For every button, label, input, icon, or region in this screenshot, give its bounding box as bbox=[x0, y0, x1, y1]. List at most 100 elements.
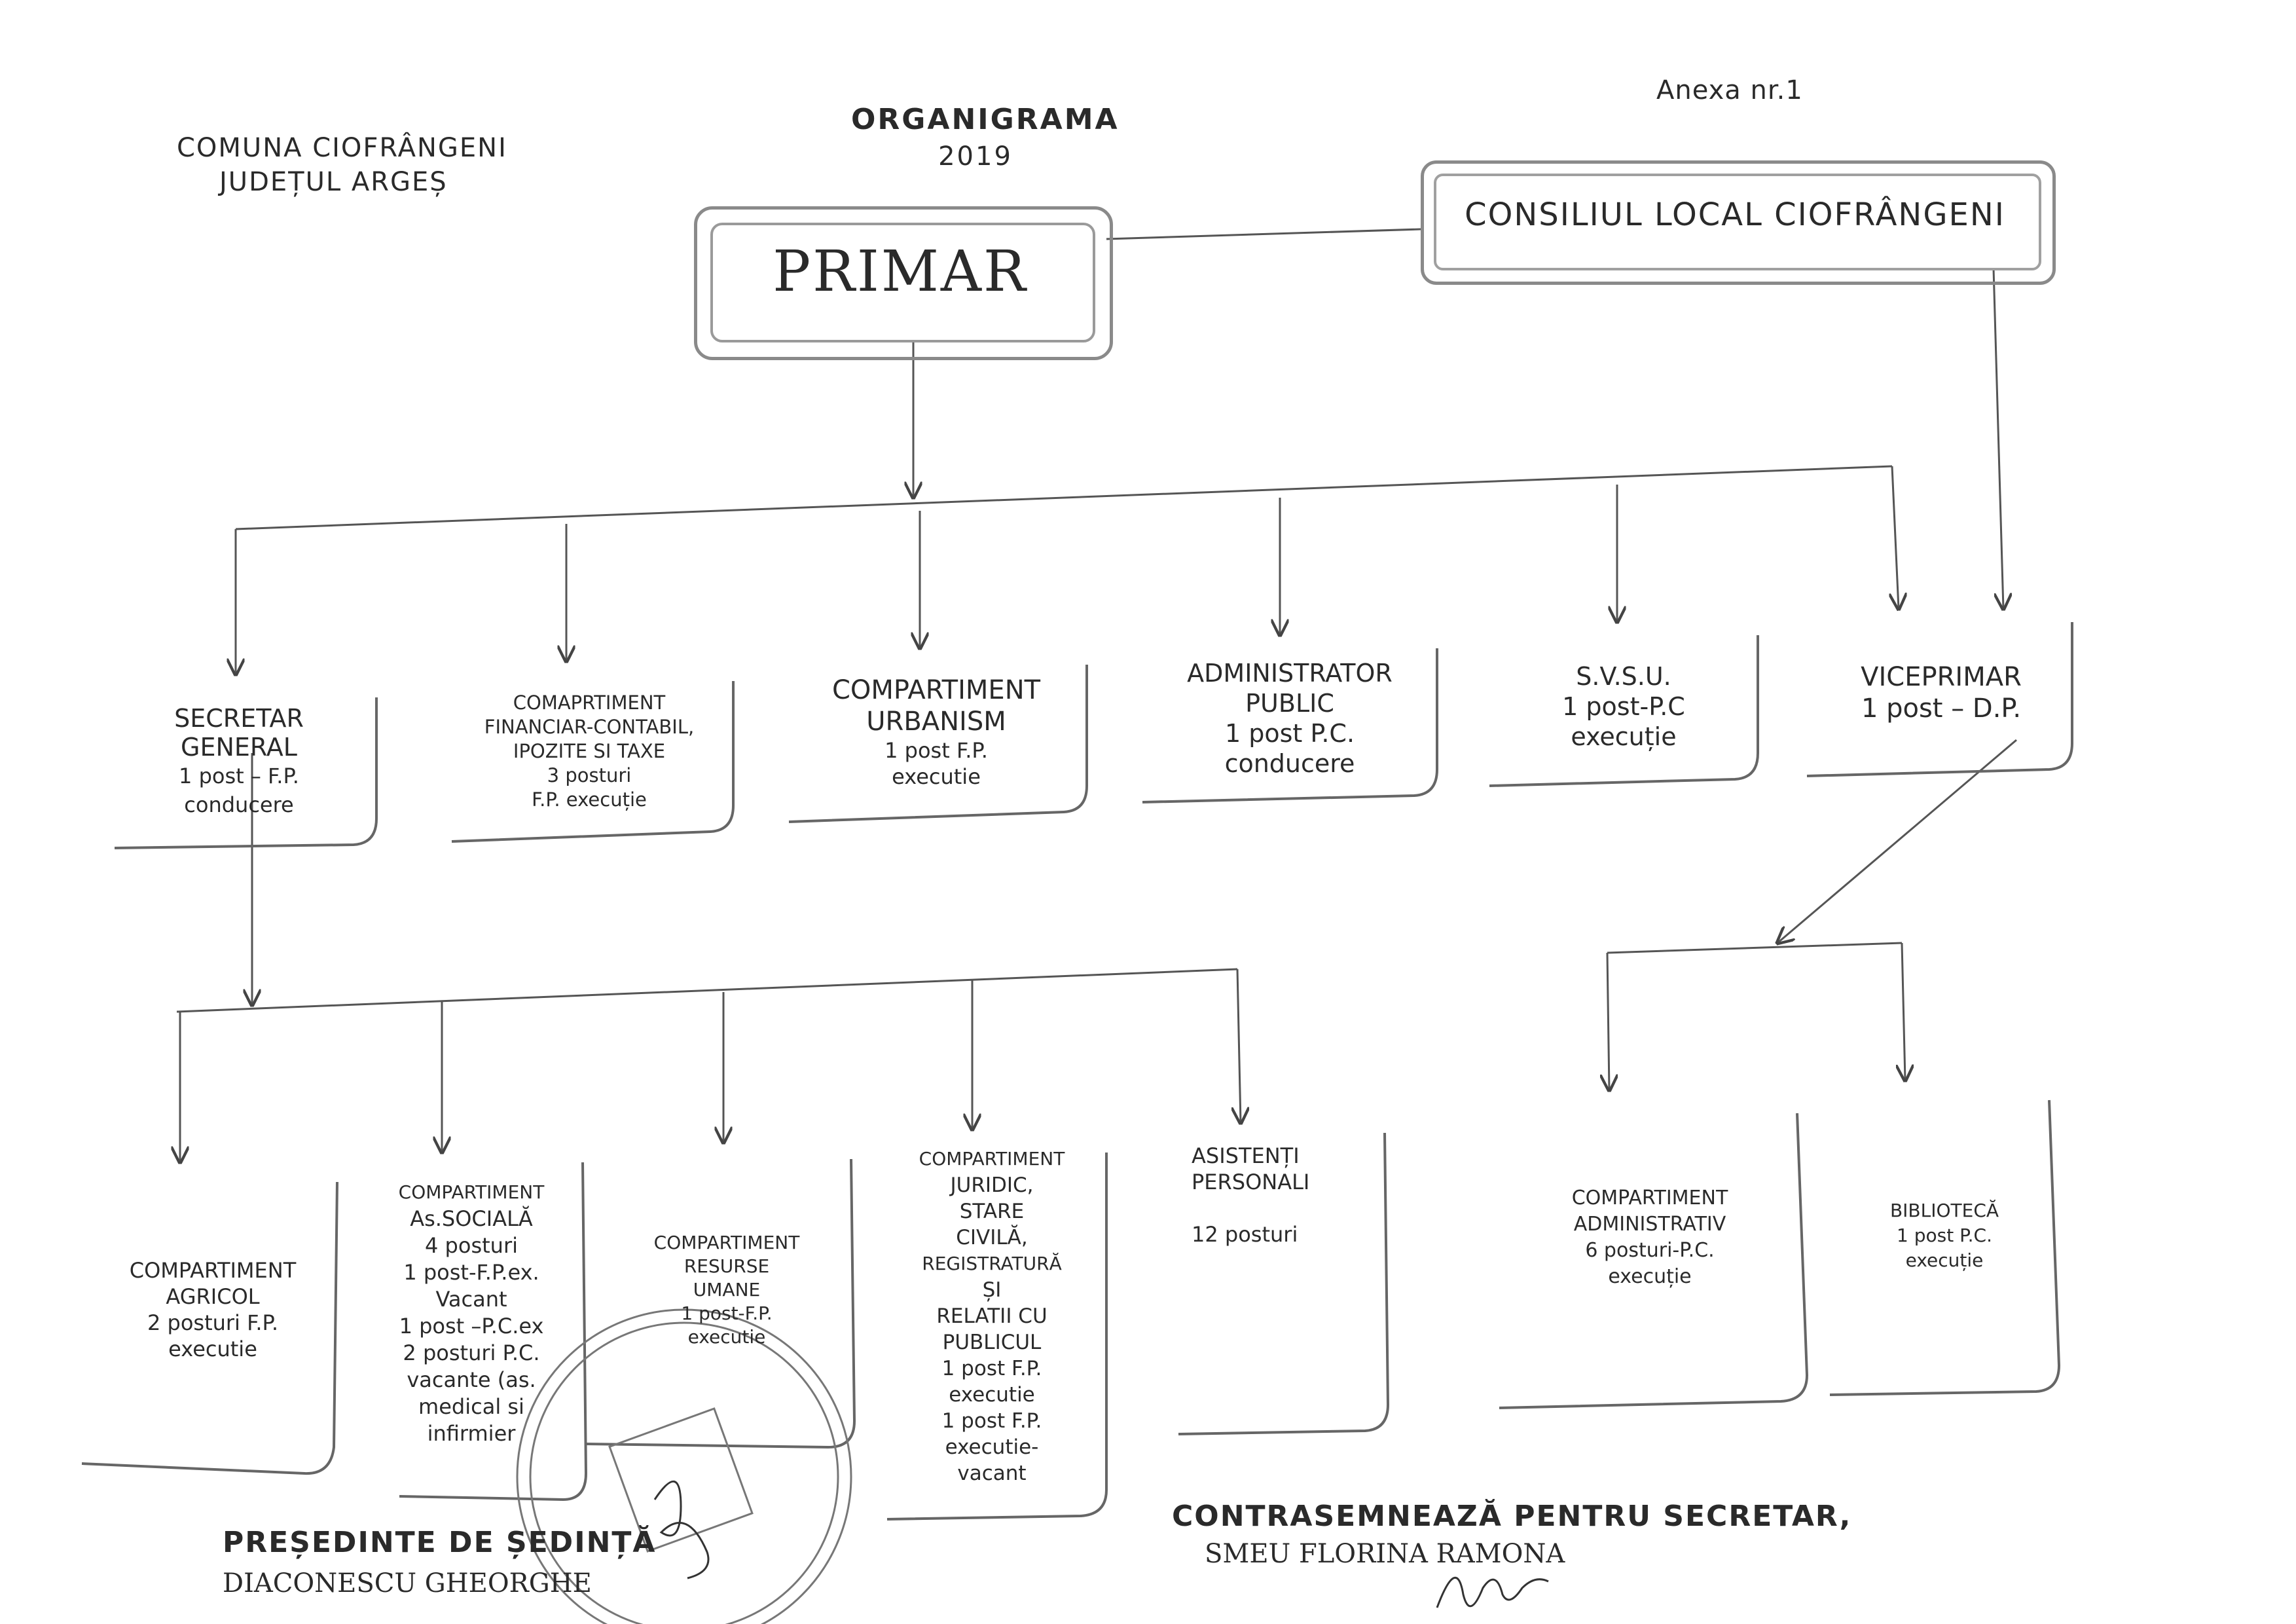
unit-line: executie bbox=[949, 1383, 1035, 1407]
viceprimar-box-outline bbox=[1806, 622, 2073, 777]
unit-line: COMPARTIMENT bbox=[653, 1232, 800, 1253]
primar-box-inner bbox=[710, 223, 1095, 342]
unit-line: PUBLIC bbox=[1245, 689, 1334, 718]
unit-line: 1 post P.C. bbox=[1897, 1225, 1992, 1246]
unit-line: STARE bbox=[959, 1200, 1025, 1223]
unit-line: infirmier bbox=[427, 1421, 516, 1446]
unit-line: vacante (as. bbox=[407, 1367, 536, 1392]
unit-financiar-contabil: COMAPRTIMENT FINANCIAR-CONTABIL, IPOZITE… bbox=[452, 691, 727, 812]
chart-year: 2019 bbox=[938, 141, 1013, 172]
signature-left-title: PREȘEDINTE DE ȘEDINȚĂ bbox=[223, 1526, 657, 1559]
unit-line: conducere bbox=[1224, 749, 1355, 778]
agricol-box-outline bbox=[81, 1181, 338, 1475]
unit-line: ȘI bbox=[982, 1278, 1002, 1302]
unit-line: execuție bbox=[1905, 1249, 1984, 1271]
unit-line: CIVILĂ, bbox=[956, 1226, 1028, 1249]
unit-line: RELATII CU bbox=[936, 1304, 1048, 1328]
right-signature bbox=[1436, 1576, 1549, 1608]
unit-line: executie- bbox=[945, 1435, 1039, 1459]
unit-line: PERSONALI bbox=[1192, 1170, 1310, 1194]
asistenti-box-outline bbox=[1178, 1132, 1390, 1435]
unit-line: 4 posturi bbox=[425, 1233, 518, 1258]
unit-line: BIBLIOTECĂ bbox=[1889, 1200, 1999, 1221]
juridic-box-outline bbox=[886, 1153, 1108, 1521]
level1-bus bbox=[235, 465, 1893, 530]
unit-line: ADMINISTRATOR bbox=[1187, 659, 1393, 688]
unit-line: 2 posturi P.C. bbox=[403, 1340, 540, 1365]
unit-line: COMPARTIMENT bbox=[398, 1181, 545, 1203]
unit-line: ADMINISTRATIV bbox=[1573, 1213, 1726, 1236]
unit-line: 1 post F.P. bbox=[941, 1357, 1042, 1380]
urbanism-box-outline bbox=[788, 665, 1088, 823]
chart-title-block: ORGANIGRAMA 2019 bbox=[851, 101, 1120, 175]
unit-secretar-general: SECRETAR GENERAL 1 post – F.P. conducere bbox=[121, 704, 357, 819]
council-box bbox=[1421, 160, 2056, 285]
unit-asistenta-sociala: COMPARTIMENT As.SOCIALĂ 4 posturi 1 post… bbox=[367, 1179, 576, 1447]
unit-line: COMPARTIMENT bbox=[831, 675, 1041, 705]
unit-juridic: COMPARTIMENT JURIDIC, STARE CIVILĂ, REGI… bbox=[884, 1146, 1100, 1486]
unit-asistenti-personali: ASISTENȚI PERSONALI 12 posturi bbox=[1192, 1143, 1349, 1247]
financiar-box-outline bbox=[451, 681, 735, 843]
unit-line: 1 post F.P. bbox=[941, 1409, 1042, 1433]
unit-line: UMANE bbox=[693, 1279, 761, 1301]
unit-line: 3 posturi bbox=[547, 764, 632, 786]
unit-line: 2 posturi F.P. bbox=[147, 1310, 279, 1335]
unit-viceprimar: VICEPRIMAR 1 post – D.P. bbox=[1813, 661, 2069, 724]
council-box-inner bbox=[1434, 174, 2041, 270]
primar-council-link bbox=[1106, 228, 1421, 240]
unit-line: JURIDIC, bbox=[950, 1173, 1034, 1197]
unit-line: executie bbox=[892, 764, 981, 789]
official-stamp bbox=[516, 1308, 852, 1624]
signature-left-name: DIACONESCU GHEORGHE bbox=[223, 1568, 592, 1598]
annex-label: Anexa nr.1 bbox=[1656, 75, 1803, 105]
social-box-outline bbox=[399, 1162, 588, 1502]
unit-line: executie bbox=[687, 1326, 766, 1348]
unit-line: 1 post P.C. bbox=[1224, 719, 1355, 748]
unit-administrativ: COMPARTIMENT ADMINISTRATIV 6 posturi-P.C… bbox=[1519, 1185, 1781, 1290]
unit-line: 1 post –P.C.ex bbox=[399, 1314, 544, 1338]
unit-line: conducere bbox=[184, 792, 294, 817]
commune-header: COMUNA CIOFRÂNGENI JUDEȚUL ARGEȘ bbox=[177, 131, 507, 199]
unit-line: IPOZITE SI TAXE bbox=[513, 740, 666, 762]
unit-svsu: S.V.S.U. 1 post-P.C execuție bbox=[1493, 661, 1755, 752]
unit-line: executie bbox=[168, 1337, 257, 1361]
signature-right-name: SMEU FLORINA RAMONA bbox=[1205, 1539, 1565, 1569]
unit-agricol: COMPARTIMENT AGRICOL 2 posturi F.P. exec… bbox=[98, 1257, 327, 1362]
primar-label: PRIMAR bbox=[773, 239, 1028, 304]
unit-line: RESURSE bbox=[683, 1255, 770, 1277]
unit-urbanism: COMPARTIMENT URBANISM 1 post F.P. execut… bbox=[792, 674, 1080, 790]
level2-bus bbox=[176, 968, 1238, 1013]
unit-line: execuție bbox=[1571, 722, 1677, 751]
svsu-box-outline bbox=[1489, 635, 1759, 787]
unit-line: 12 posturi bbox=[1192, 1222, 1298, 1247]
unit-line: 1 post-P.C bbox=[1562, 692, 1685, 721]
unit-line bbox=[1192, 1195, 1349, 1221]
unit-line: REGISTRATURĂ bbox=[922, 1253, 1062, 1274]
administrator-box-outline bbox=[1142, 648, 1438, 803]
secretar-box-outline bbox=[114, 697, 378, 849]
unit-line: 1 post – F.P. bbox=[179, 764, 299, 788]
county-name: JUDEȚUL ARGEȘ bbox=[219, 167, 448, 197]
administrativ-box-outline bbox=[1499, 1113, 1809, 1409]
unit-line: COMPARTIMENT bbox=[919, 1148, 1065, 1170]
unit-line: As.SOCIALĂ bbox=[410, 1206, 533, 1231]
unit-line: ASISTENȚI bbox=[1192, 1143, 1300, 1168]
unit-line: PUBLICUL bbox=[942, 1331, 1042, 1354]
chart-title: ORGANIGRAMA bbox=[851, 103, 1120, 136]
unit-line: medical si bbox=[418, 1394, 524, 1419]
unit-administrator-public: ADMINISTRATOR PUBLIC 1 post P.C. conduce… bbox=[1146, 658, 1434, 779]
unit-line: 1 post – D.P. bbox=[1861, 693, 2022, 724]
unit-line: COMPARTIMENT bbox=[129, 1258, 297, 1283]
unit-line: FINANCIAR-CONTABIL, bbox=[484, 716, 695, 738]
unit-biblioteca: BIBLIOTECĂ 1 post P.C. execuție bbox=[1846, 1198, 2043, 1273]
unit-line: AGRICOL bbox=[166, 1284, 260, 1309]
commune-name: COMUNA CIOFRÂNGENI bbox=[177, 133, 507, 163]
unit-line: vacant bbox=[957, 1462, 1027, 1485]
biblioteca-box-outline bbox=[1829, 1099, 2061, 1396]
unit-line: S.V.S.U. bbox=[1576, 662, 1671, 691]
unit-line: COMPARTIMENT bbox=[1571, 1187, 1728, 1209]
unit-line: GENERAL bbox=[181, 733, 297, 762]
unit-line: 1 post-F.P.ex. bbox=[403, 1260, 539, 1285]
unit-line: 6 posturi-P.C. bbox=[1585, 1239, 1715, 1262]
